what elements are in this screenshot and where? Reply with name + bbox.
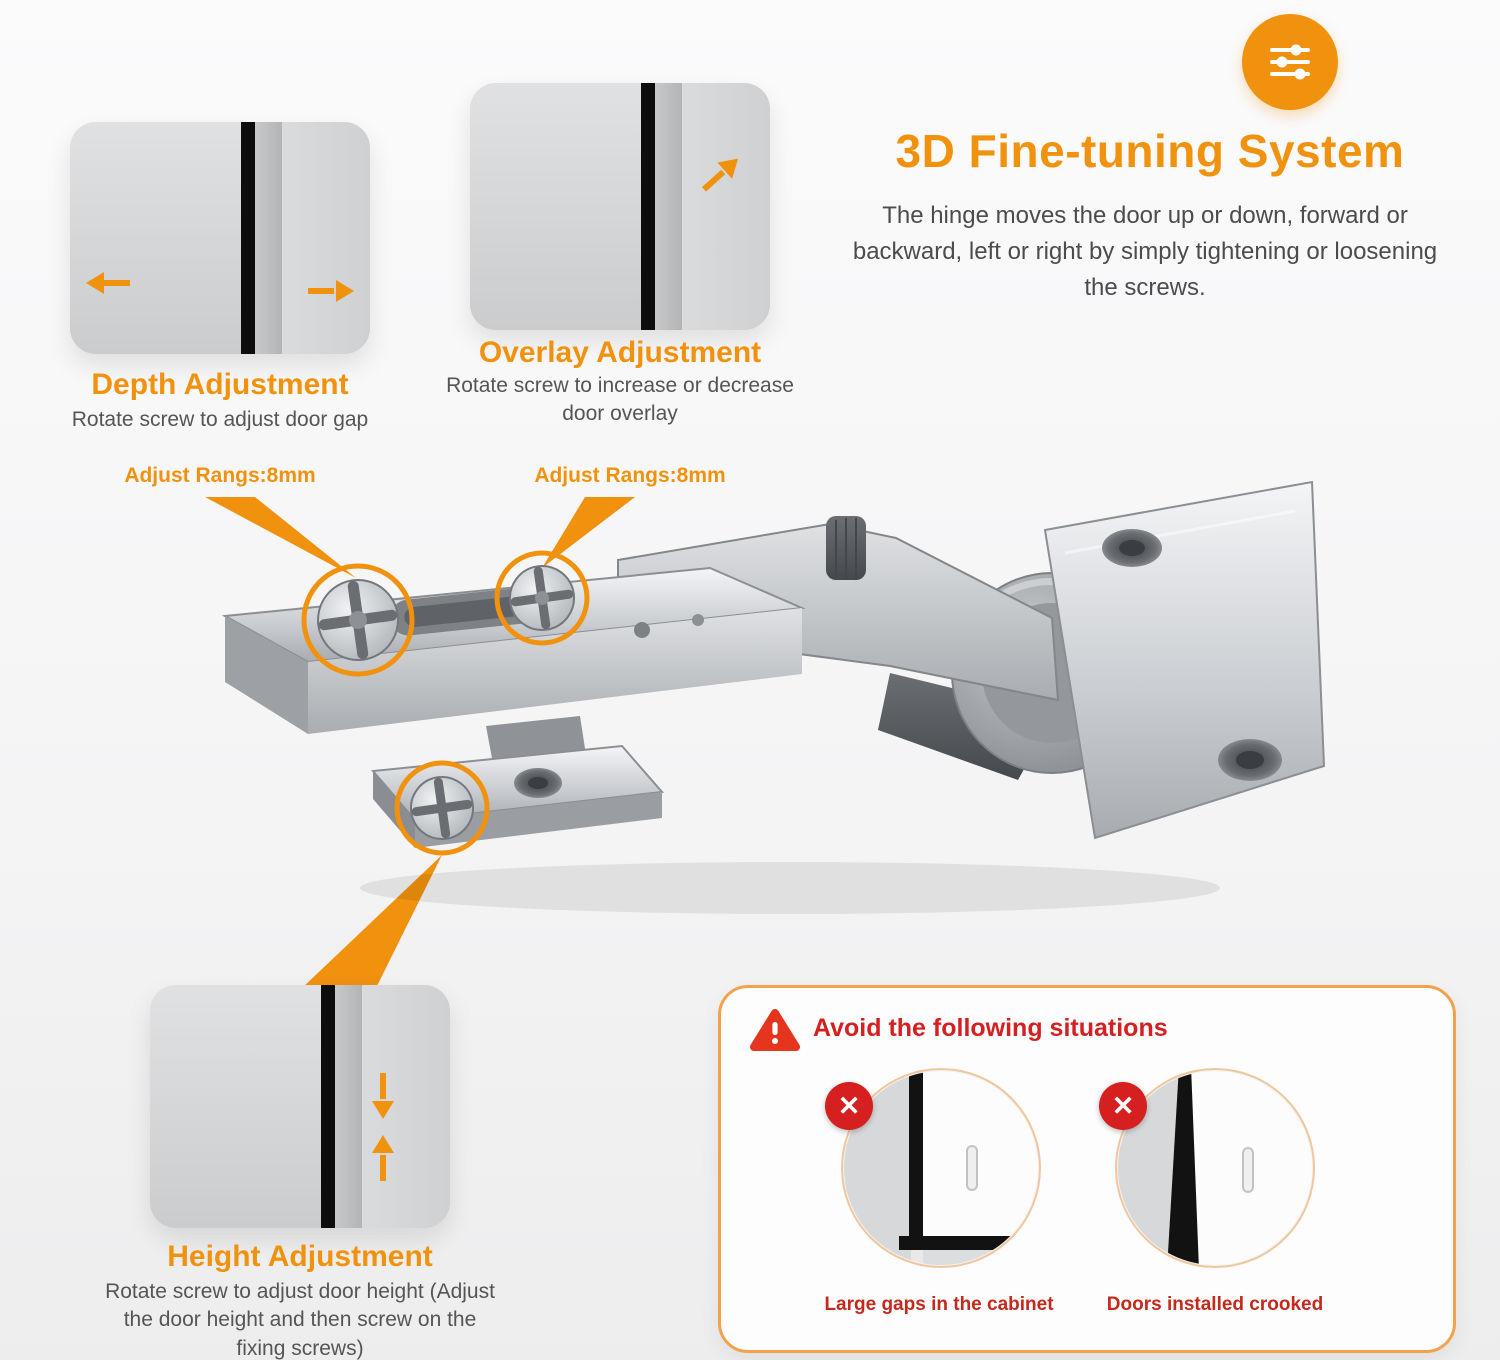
x-mark-icon: ✕	[1099, 1082, 1147, 1130]
warning-title: Avoid the following situations	[813, 1014, 1168, 1042]
door-plate	[1043, 480, 1326, 840]
depth-screw	[317, 579, 399, 661]
orange-arrow-up-icon	[372, 1135, 394, 1181]
door-panel	[281, 122, 370, 354]
situation-caption: Doors installed crooked	[1106, 1294, 1324, 1315]
height-subtitle: Rotate screw to adjust door height (Adju…	[105, 1280, 495, 1360]
page-description: The hinge moves the door up or down, for…	[852, 202, 1438, 301]
door-edge	[654, 83, 682, 330]
overlay-title: Overlay Adjustment	[478, 336, 762, 369]
crooked-door-illustration	[1115, 1068, 1315, 1268]
cabinet-panel	[150, 985, 321, 1228]
door-gap	[641, 83, 655, 330]
tuning-sliders-icon	[1242, 14, 1338, 110]
door-panel	[681, 83, 770, 330]
cabinet-panel	[470, 83, 641, 330]
screw-highlight-circle	[494, 550, 590, 646]
situation-large-gaps: ✕	[825, 1066, 1043, 1270]
door-edge	[254, 122, 282, 354]
door-handle	[1242, 1147, 1254, 1193]
tuning-sliders-glyph	[1270, 44, 1310, 80]
door-handle	[966, 1145, 978, 1191]
orange-arrow-left-icon	[86, 272, 130, 294]
orange-arrow-right-icon	[308, 280, 354, 302]
screw-highlight-circle	[394, 760, 490, 856]
large-gap-illustration	[841, 1068, 1041, 1268]
warning-triangle-icon	[750, 1009, 800, 1051]
depth-range-label: Adjust Rangs:8mm	[124, 464, 316, 487]
hinge-illustration	[221, 480, 1326, 914]
depth-title: Depth Adjustment	[91, 368, 349, 401]
height-illustration	[150, 985, 450, 1228]
x-mark-icon: ✕	[825, 1082, 873, 1130]
depth-illustration	[70, 122, 370, 354]
door-gap	[321, 985, 335, 1228]
pointer-wedges	[205, 497, 635, 988]
cabinet-panel	[70, 122, 241, 354]
situation-caption: Large gaps in the cabinet	[824, 1294, 1054, 1315]
height-title: Height Adjustment	[167, 1240, 433, 1273]
overlay-illustration	[470, 83, 770, 330]
door-gap	[241, 122, 255, 354]
situation-crooked-door: ✕	[1099, 1066, 1317, 1270]
overlay-range-label: Adjust Rangs:8mm	[534, 464, 726, 487]
avoid-situations-panel: Avoid the following situations ✕	[718, 985, 1456, 1353]
orange-arrow-down-icon	[372, 1073, 394, 1119]
overlay-subtitle: Rotate screw to increase or decrease doo…	[446, 374, 794, 426]
screw-highlight-circle	[301, 563, 415, 677]
page-title: 3D Fine-tuning System	[895, 125, 1405, 177]
door-edge	[334, 985, 362, 1228]
depth-subtitle: Rotate screw to adjust door gap	[71, 408, 369, 431]
height-screw	[410, 776, 474, 840]
overlay-screw	[509, 565, 575, 631]
orange-arrow-diagonal-icon	[701, 158, 739, 192]
